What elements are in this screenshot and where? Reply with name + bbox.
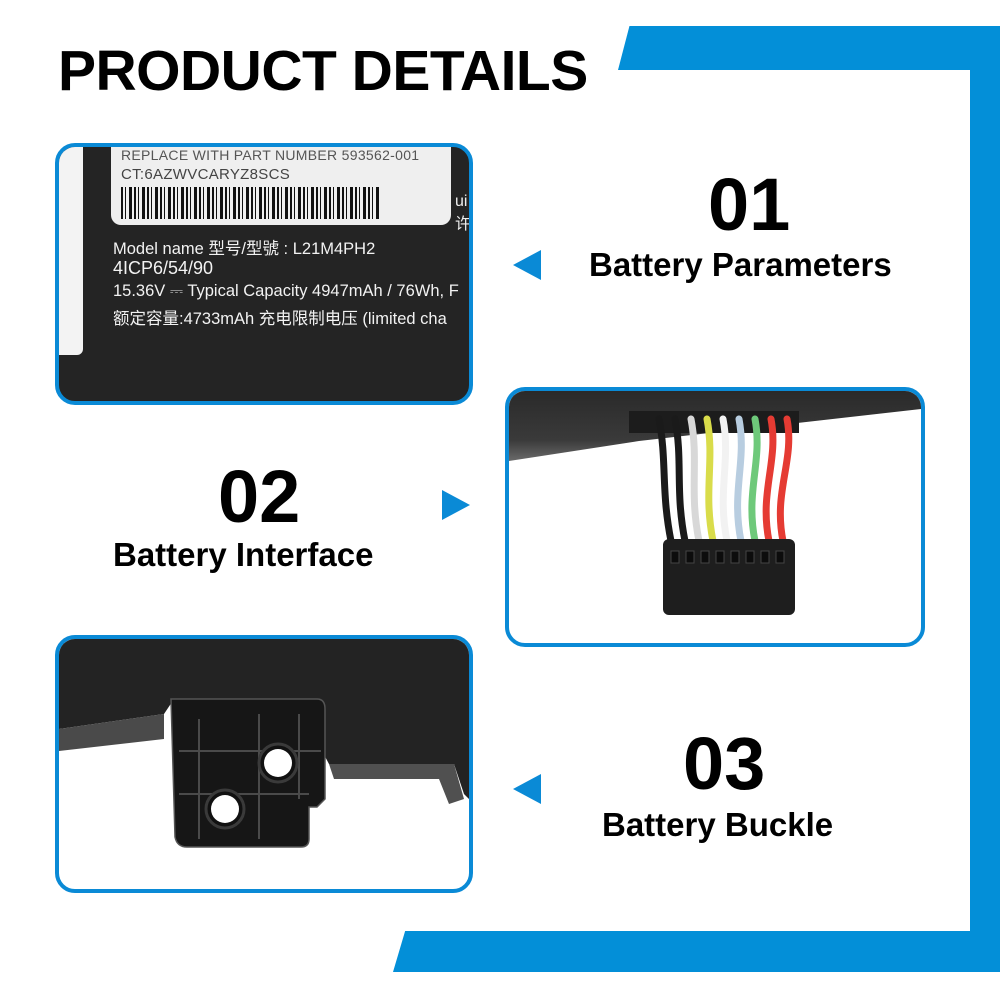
wire	[687, 415, 703, 545]
wire	[655, 415, 675, 545]
wire	[762, 415, 777, 545]
connector-pin	[715, 550, 725, 564]
connector-pin	[775, 550, 785, 564]
connector-pins	[670, 550, 785, 564]
accent-band-bottom	[393, 931, 1000, 972]
connector-illustration	[509, 391, 921, 615]
wire	[734, 415, 745, 545]
screw-hole	[211, 795, 239, 823]
wire-bundle	[655, 415, 793, 545]
battery-interface-image	[505, 387, 925, 647]
cropped-text: ui	[455, 193, 468, 210]
triangle-right-icon	[442, 490, 470, 520]
cropped-text: 许	[455, 216, 472, 233]
rated-capacity-text: 额定容量:4733mAh 充电限制电压 (limited cha	[113, 310, 447, 328]
tab-ribs	[179, 714, 321, 839]
model-name-text: Model name 型号/型號 : L21M4PH2	[113, 240, 376, 258]
battery-edge	[329, 764, 464, 804]
battery-edge-notch	[59, 147, 83, 355]
capacity-text: 15.36V ⎓ Typical Capacity 4947mAh / 76Wh…	[113, 282, 459, 300]
connector-pin	[700, 550, 710, 564]
wire	[719, 415, 731, 545]
battery-edge	[59, 714, 164, 751]
ct-code-text: CT:6AZWVCARYZ8SCS	[121, 166, 291, 183]
page-title: PRODUCT DETAILS	[58, 39, 588, 103]
wire	[748, 415, 761, 545]
connector-housing	[663, 539, 795, 615]
battery-parameters-image: REPLACE WITH PART NUMBER 593562-001 CT:6…	[55, 143, 473, 405]
accent-band-top	[618, 26, 1000, 70]
section-label-battery-interface: Battery Interface	[113, 536, 374, 573]
wire	[671, 415, 689, 545]
accent-band-right	[970, 26, 1000, 972]
section-number-02: 02	[218, 455, 301, 538]
connector-pin	[730, 550, 740, 564]
part-number-text: REPLACE WITH PART NUMBER 593562-001	[121, 147, 420, 163]
battery-buckle-image	[55, 635, 473, 893]
section-number-03: 03	[683, 722, 766, 805]
connector-pin	[685, 550, 695, 564]
buckle-illustration	[59, 639, 469, 848]
connector-pin	[670, 550, 680, 564]
wire	[703, 415, 717, 545]
part-number-sticker: REPLACE WITH PART NUMBER 593562-001 CT:6…	[111, 147, 451, 225]
triangle-left-icon	[513, 250, 541, 280]
mounting-tab	[170, 698, 326, 848]
connector-pin	[745, 550, 755, 564]
cell-config-text: 4ICP6/54/90	[113, 258, 214, 278]
triangle-left-icon	[513, 774, 541, 804]
section-label-battery-parameters: Battery Parameters	[589, 246, 892, 283]
section-label-battery-buckle: Battery Buckle	[602, 806, 834, 843]
barcode	[121, 187, 381, 219]
wire	[776, 415, 793, 545]
screw-hole	[264, 749, 292, 777]
connector-pin	[760, 550, 770, 564]
battery-body	[59, 639, 469, 799]
section-number-01: 01	[708, 163, 791, 246]
